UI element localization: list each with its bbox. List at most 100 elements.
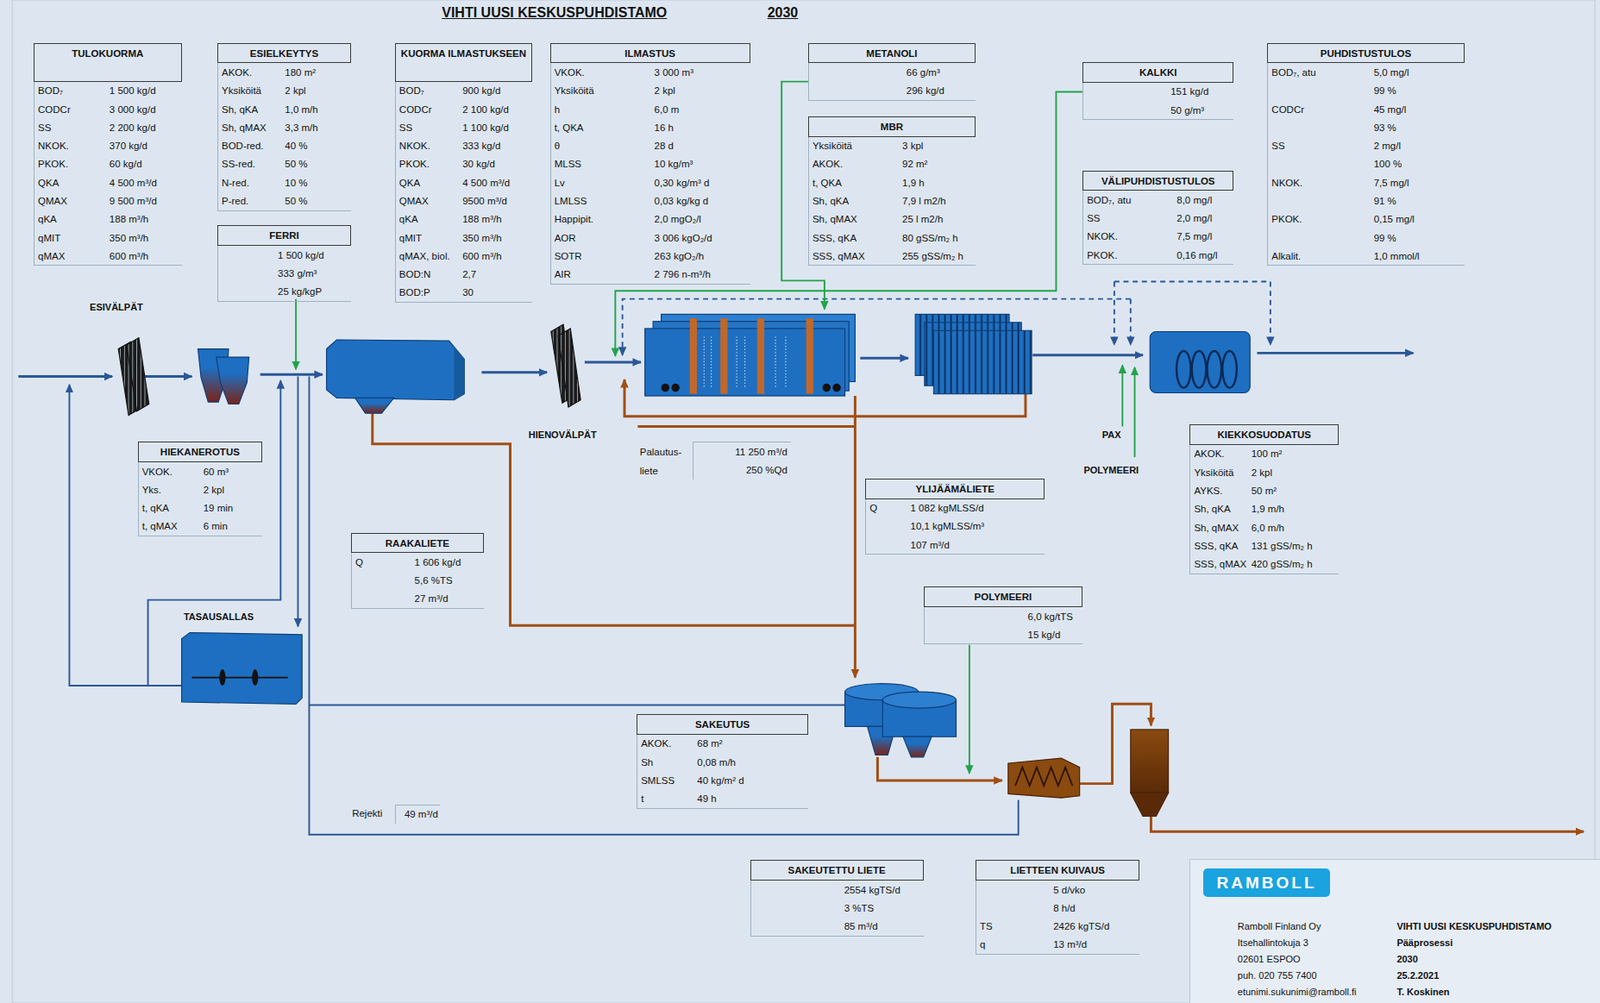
row-label: Q — [355, 557, 415, 568]
table-row: NKOK.370 kg/d — [34, 136, 182, 155]
table-row: qMAX600 m³/h — [34, 246, 182, 265]
row-value: 3 %TS — [844, 903, 875, 914]
table-body: VKOK.3 000 m³Yksiköitä2 kplh6,0 mt, QKA1… — [550, 62, 751, 284]
table-row: 85 m³/d — [751, 917, 924, 936]
data-table: YLIJÄÄMÄLIETEQ1 082 kgMLSS/d10,1 kgMLSS/… — [865, 478, 1045, 556]
row-value: 7,5 mg/l — [1176, 231, 1212, 242]
row-value: 5,6 %TS — [414, 575, 453, 586]
table-row: t, QKA16 h — [551, 118, 751, 137]
row-label: SSS, qKA — [812, 232, 903, 244]
row-value: 30 kg/d — [462, 158, 496, 170]
row-label: CODCr — [37, 104, 110, 115]
side-label: Palautus- liete — [640, 443, 694, 481]
table-row: SS2 mg/l — [1267, 136, 1464, 155]
value-box: 11 250 m³/d250 %Qd — [692, 441, 791, 480]
table-row: AKOK.180 m² — [218, 62, 352, 82]
table-row: AYKS.50 m² — [1190, 481, 1339, 500]
row-value: 10 kg/m³ — [654, 158, 694, 170]
row-label: AOR — [554, 232, 655, 244]
table-row: 1 500 kg/d — [218, 245, 352, 264]
row-value: 1 500 kg/d — [277, 250, 325, 261]
row-value: 188 m³/h — [109, 213, 149, 225]
chemical-label: PAX — [1102, 429, 1122, 440]
table-row: AKOK.92 m² — [809, 155, 976, 174]
table-row: qMAX, biol.600 m³/h — [395, 246, 533, 265]
row-label: t — [640, 793, 697, 804]
table-row: 27 m³/d — [351, 589, 484, 609]
row-value: 50 % — [284, 158, 308, 170]
table-row: 15 kg/d — [924, 625, 1084, 644]
table-row: AKOK.68 m² — [637, 734, 809, 753]
row-value: 3,3 m/h — [284, 122, 318, 133]
table-row: N-red.10 % — [218, 173, 352, 192]
address-line: Ramboll Finland Oy — [1237, 921, 1322, 932]
row-value: 1,0 mmol/l — [1374, 250, 1420, 262]
table-row: PKOK.0,15 mg/l — [1267, 210, 1464, 229]
row-value: 10 % — [284, 177, 308, 189]
row-label: Sh, qMAX — [221, 122, 285, 133]
row-label: qMIT — [37, 232, 110, 244]
row-value: 100 % — [1374, 158, 1403, 170]
row-label: TS — [979, 921, 1054, 932]
data-table: POLYMEERI6,0 kg/tTS15 kg/d — [923, 586, 1084, 645]
row-value: 2 kpl — [654, 85, 676, 96]
table-row: QKA4 500 m³/d — [395, 173, 533, 192]
table-row: SOTR263 kgO₂/h — [551, 246, 751, 265]
data-table: PUHDISTUSTULOSBOD₇, atu5,0 mg/l99 %CODCr… — [1267, 43, 1464, 267]
table-body: Q1 606 kg/d 5,6 %TS 27 m³/d — [351, 552, 484, 609]
data-table: VÄLIPUHDISTUSTULOSBOD₇, atu8,0 mg/lSS2,0… — [1082, 170, 1234, 266]
table-row: 333 g/m³ — [218, 263, 352, 283]
row-label: qMAX, biol. — [399, 250, 463, 262]
row-value: 1,9 m/h — [1251, 503, 1285, 515]
table-row: 2554 kgTS/d — [751, 880, 924, 899]
table-body: 6,0 kg/tTS15 kg/d — [923, 607, 1084, 646]
row-label: SSS, qMAX — [1193, 558, 1251, 570]
row-value: 1 500 kg/d — [109, 85, 157, 96]
project-line: 2030 — [1396, 953, 1418, 965]
row-value: 7,9 l m2/h — [902, 195, 947, 207]
table-header: LIETTEEN KUIVAUS — [975, 859, 1140, 881]
row-label: QKA — [399, 177, 463, 189]
table-body: 1 500 kg/d 333 g/m³ 25 kg/kgP — [217, 245, 352, 302]
table-row: q13 m³/d — [976, 935, 1140, 954]
row-value: 91 % — [1374, 195, 1397, 207]
row-label: QMAX — [399, 195, 463, 207]
row-label: SSS, qMAX — [812, 250, 903, 262]
table-header: TULOKUORMA — [33, 43, 182, 82]
table-header: HIEKANEROTUS — [138, 441, 263, 463]
row-value: 4 500 m³/d — [109, 177, 157, 189]
project-line: 25.2.2021 — [1396, 970, 1439, 981]
row-value: 25 l m2/h — [902, 213, 943, 225]
row-value: 13 m³/d — [1053, 939, 1087, 950]
row-value: 27 m³/d — [414, 593, 449, 604]
table-body: Yksiköitä3 kplAKOK.92 m²t, QKA1,9 hSh, q… — [808, 137, 976, 267]
row-value: 2 796 n-m³/h — [654, 269, 711, 280]
row-value: 180 m² — [284, 67, 316, 78]
row-value: 2,0 mg/l — [1176, 213, 1212, 224]
row-value: 16 h — [654, 122, 674, 133]
table-row: BOD₇1 500 kg/d — [34, 81, 182, 101]
table-body: AKOK.100 m²Yksiköitä2 kplAYKS.50 m²Sh, q… — [1189, 445, 1339, 575]
header-text: VÄLIPUHDISTUSTULOS — [1101, 175, 1216, 187]
data-table: TULOKUORMABOD₇1 500 kg/dCODCr3 000 kg/dS… — [33, 43, 182, 267]
table-row: Q1 606 kg/d — [351, 552, 484, 571]
table-row: MLSS10 kg/m³ — [551, 155, 751, 174]
table-row: SSS, qMAX255 gSS/m₂ h — [809, 246, 976, 265]
table-row: Yksiköitä2 kpl — [1190, 463, 1339, 482]
row-label: LMLSS — [554, 195, 655, 207]
row-label: SS — [37, 122, 110, 133]
table-row: qKA188 m³/h — [34, 210, 182, 229]
row-value: 3 000 m³ — [654, 67, 694, 78]
table-row: Happipit.2,0 mgO₂/l — [551, 210, 751, 229]
table-row: Sh, qMAX6,0 m/h — [1190, 518, 1339, 537]
table-row: 50 g/m³ — [1083, 100, 1234, 120]
table-row: 10,1 kgMLSS/m³ — [865, 517, 1045, 536]
header-text: SAKEUTUS — [695, 719, 750, 730]
row-value: 25 kg/kgP — [277, 286, 322, 297]
table-row: PKOK.30 kg/d — [395, 155, 533, 174]
table-row: 107 m³/d — [865, 535, 1045, 554]
table-row: SS2 200 kg/d — [34, 118, 182, 137]
table-row: Yksiköitä2 kpl — [218, 81, 352, 101]
table-body: 66 g/m³296 kg/d — [808, 62, 976, 101]
row-label: Happipit. — [554, 213, 655, 225]
